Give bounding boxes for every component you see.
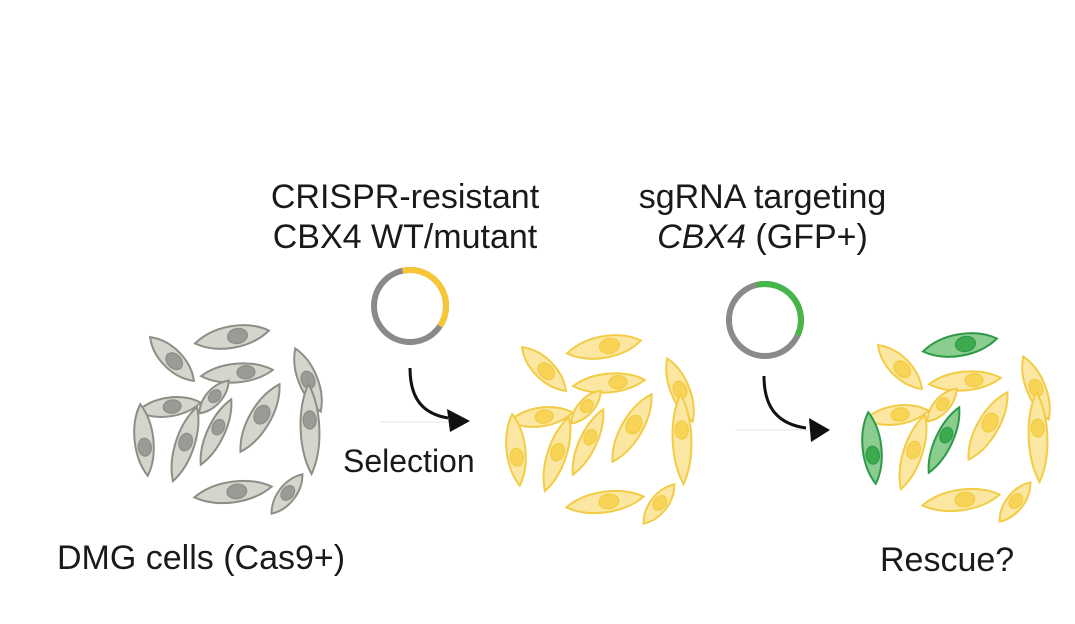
selected-cell <box>611 392 653 464</box>
cell-nucleus <box>981 412 999 433</box>
plasmid2-label-line2: CBX4 (GFP+) <box>605 217 920 257</box>
dmg-cell <box>198 379 230 415</box>
cell-nucleus <box>537 362 556 381</box>
plasmid1-label-line1: CRISPR-resistant <box>270 178 540 216</box>
cell-nucleus <box>935 397 950 412</box>
selected-cell <box>665 356 695 424</box>
cell-nucleus <box>674 420 689 440</box>
rescue-cell <box>920 488 1002 512</box>
cell-nucleus <box>137 437 152 457</box>
dmg-cell <box>270 473 304 515</box>
cell-nucleus <box>165 352 184 371</box>
cell-nucleus <box>625 414 643 435</box>
transduction-arrow <box>735 375 830 442</box>
rescue-cell <box>1027 389 1049 485</box>
rescue-label: Rescue? <box>880 541 1015 579</box>
cell-nucleus <box>226 483 248 500</box>
cell-nucleus <box>890 407 910 422</box>
cell-nucleus <box>598 337 621 355</box>
cell-nucleus <box>583 428 598 446</box>
cbx4-plasmid-icon <box>371 267 450 345</box>
cell-nucleus <box>534 409 554 424</box>
dmg-cell <box>299 381 321 477</box>
selected-cell <box>505 412 527 488</box>
cell-nucleus <box>598 493 620 510</box>
selected-cell <box>520 345 568 393</box>
plasmid-sgrna-insert <box>755 281 804 337</box>
selected-cell <box>571 372 647 394</box>
dmg-cell <box>193 324 271 350</box>
cell-nucleus <box>207 389 222 404</box>
cell-nucleus <box>1030 418 1045 438</box>
gfp-cell <box>927 405 961 475</box>
cell-nucleus <box>550 442 566 462</box>
dmg-cell <box>192 480 274 504</box>
selected-cell <box>571 407 605 477</box>
selected-cell <box>671 391 693 487</box>
selected-cell <box>542 415 572 493</box>
cell-nucleus <box>226 327 249 345</box>
cell-nucleus <box>211 418 226 436</box>
cell-nucleus <box>162 399 182 414</box>
cell-nucleus <box>954 335 977 353</box>
cell-nucleus <box>509 447 524 467</box>
cell-nucleus <box>302 410 317 430</box>
cell-nucleus <box>1008 493 1024 509</box>
cell-nucleus <box>280 485 296 501</box>
rescue-cell-cluster <box>861 332 1051 523</box>
gfp-cell <box>921 332 999 358</box>
dmg-cells-label: DMG cells (Cas9+) <box>57 539 346 577</box>
selection-arrow <box>380 367 470 432</box>
gfp-cell <box>861 410 883 486</box>
dmg-cell-cluster <box>133 324 323 515</box>
dmg-cell <box>170 405 200 483</box>
rescue-cell <box>898 413 928 491</box>
rescue-cell <box>998 481 1032 523</box>
cell-nucleus <box>939 426 954 444</box>
rescue-cell <box>927 370 1003 392</box>
selected-cell <box>570 389 602 425</box>
rescue-cell <box>926 387 958 423</box>
cell-nucleus <box>954 491 976 508</box>
dmg-cell <box>199 362 275 384</box>
selected-cell <box>565 334 643 360</box>
cell-nucleus <box>906 440 922 460</box>
rescue-cell <box>967 390 1009 462</box>
plasmid-cbx4-insert <box>401 267 450 328</box>
rescue-cell <box>876 343 924 391</box>
cell-nucleus <box>893 360 912 379</box>
cell-nucleus <box>865 445 880 465</box>
gene-name-italic: CBX4 <box>657 218 746 256</box>
selected-cell <box>642 483 676 525</box>
rescue-cell <box>1021 354 1051 422</box>
dmg-cell <box>133 402 155 478</box>
rescue-cell <box>863 404 931 426</box>
plasmid1-label-line2: CBX4 WT/mutant <box>272 218 538 256</box>
selected-cell <box>564 490 646 514</box>
cell-nucleus <box>178 432 194 452</box>
sgrna-plasmid-icon <box>726 281 804 359</box>
dmg-cell <box>199 397 233 467</box>
cell-nucleus <box>253 404 271 425</box>
cell-nucleus <box>236 364 256 380</box>
gfp-note: (GFP+) <box>745 218 868 256</box>
cell-nucleus <box>608 374 628 390</box>
dmg-cell <box>148 335 196 383</box>
selected-cell-cluster <box>505 334 695 525</box>
selection-label: Selection <box>343 443 475 479</box>
plasmid2-label-line1: sgRNA targeting <box>638 178 887 216</box>
plasmid2-label: sgRNA targeting CBX4 (GFP+) <box>605 177 920 257</box>
cell-nucleus <box>579 399 594 414</box>
cell-nucleus <box>964 372 984 388</box>
cell-nucleus <box>652 495 668 511</box>
dmg-cell <box>293 346 323 414</box>
dmg-cell <box>239 382 281 454</box>
plasmid1-label: CRISPR-resistant CBX4 WT/mutant <box>240 177 570 257</box>
